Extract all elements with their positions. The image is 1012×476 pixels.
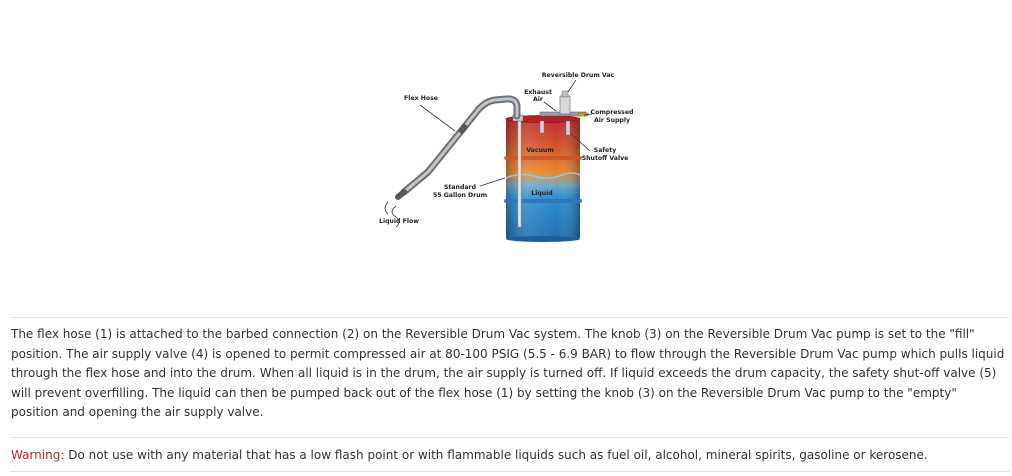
divider-top xyxy=(10,317,1010,318)
compressed-leader xyxy=(583,113,593,116)
warning-paragraph: Warning: Do not use with any material th… xyxy=(11,446,1005,466)
flex-hose xyxy=(395,95,521,200)
liquid-flow-arrow-2 xyxy=(384,201,389,215)
warning-label: Warning: xyxy=(11,448,65,462)
left-stem xyxy=(539,120,545,134)
exhaust-leader xyxy=(543,101,557,112)
standard-leader xyxy=(479,177,506,187)
flex-hose-leader xyxy=(419,104,456,132)
dip-tube xyxy=(517,120,522,228)
drum xyxy=(504,115,582,242)
exhaust-label-2: Air xyxy=(533,96,544,103)
hose-coupling xyxy=(457,123,469,135)
title-label: Reversible Drum Vac xyxy=(542,72,615,79)
liquid-flow-arrow xyxy=(391,205,400,228)
safety-valve-stem xyxy=(565,120,571,136)
divider-middle xyxy=(10,437,1010,438)
standard-label-1: Standard xyxy=(444,184,476,191)
description-paragraph: The flex hose (1) is attached to the bar… xyxy=(11,327,1005,419)
vacuum-label: Vacuum xyxy=(526,147,554,154)
pump-cap xyxy=(561,90,569,98)
drum-vac-diagram: Reversible Drum Vac Exhaust Air Flex Hos… xyxy=(379,72,634,242)
exhaust-label-1: Exhaust xyxy=(524,89,552,96)
safety-label-1: Safety xyxy=(594,147,617,154)
drum-hoop-1 xyxy=(504,156,582,160)
drum-shading xyxy=(506,118,580,240)
divider-bottom xyxy=(10,471,1010,472)
hose-nozzle xyxy=(395,189,407,200)
drum-rim-bottom xyxy=(506,236,580,242)
liquid-label: Liquid xyxy=(531,190,552,197)
compressed-label-2: Air Supply xyxy=(594,117,630,124)
safety-leader xyxy=(570,133,591,152)
hose-highlight xyxy=(402,97,519,194)
title-leader xyxy=(567,79,577,93)
drum-hoop-2 xyxy=(504,199,582,203)
pump-body xyxy=(559,95,571,115)
standard-label-2: 55 Gallon Drum xyxy=(433,192,487,199)
flex-hose-label: Flex Hose xyxy=(404,95,438,102)
compressed-label-1: Compressed xyxy=(591,109,634,116)
warning-text: Do not use with any material that has a … xyxy=(64,448,928,462)
liquid-flow-label: Liquid Flow xyxy=(379,218,419,225)
safety-label-2: Shutoff Valve xyxy=(582,155,629,162)
